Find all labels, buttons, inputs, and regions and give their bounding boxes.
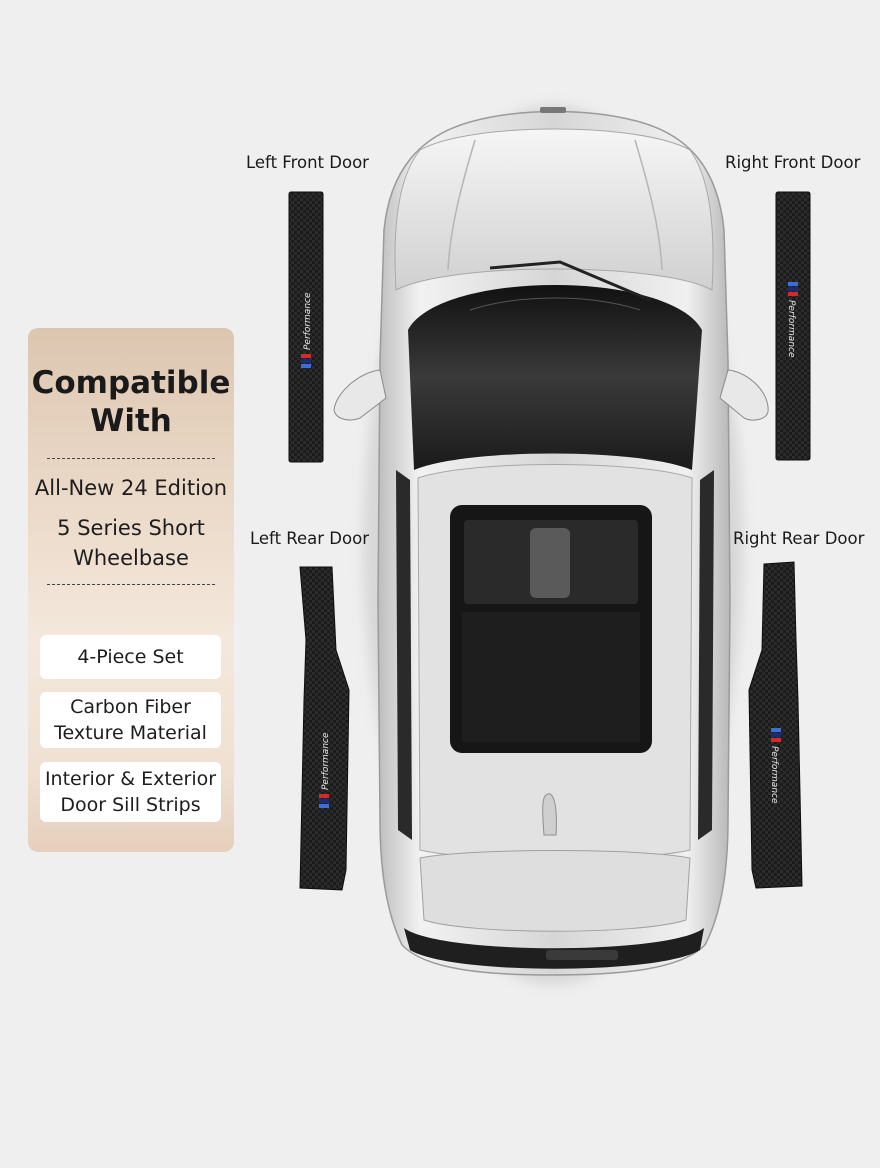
strip-logo-text: Performance — [321, 732, 331, 790]
dashed-divider — [47, 584, 215, 585]
label-right-rear-door: Right Rear Door — [733, 529, 865, 548]
tag-text: Door Sill Strips — [60, 794, 201, 816]
panel-title-line: Compatible — [31, 365, 231, 401]
label-left-rear-door: Left Rear Door — [250, 529, 369, 548]
compat-edition: All-New 24 Edition — [34, 476, 228, 500]
strip-logo-text: Performance — [303, 292, 313, 350]
panel-title-line: With — [90, 403, 172, 439]
sill-strip-left-front: Performance — [288, 191, 324, 463]
windshield — [408, 285, 702, 470]
compat-model: 5 Series Short — [57, 516, 205, 540]
feature-tag-type: Interior & Exterior Door Sill Strips — [40, 762, 221, 822]
label-left-front-door: Left Front Door — [246, 153, 369, 172]
compat-model-cont: Wheelbase — [73, 546, 189, 570]
strip-logo-text: Performance — [786, 300, 796, 358]
feature-tag-set: 4-Piece Set — [40, 635, 221, 679]
tag-text: 4-Piece Set — [77, 646, 184, 668]
compatibility-panel: Compatible With All-New 24 Edition 5 Ser… — [28, 328, 234, 852]
sill-strip-left-rear: Performance — [299, 566, 350, 891]
sill-strip-right-front: Performance — [775, 191, 811, 461]
sill-strip-right-rear: Performance — [748, 561, 803, 889]
strip-logo-text: Performance — [769, 746, 779, 804]
tag-text: Carbon Fiber — [70, 696, 191, 718]
panel-title: Compatible With — [28, 364, 234, 440]
feature-tag-material: Carbon Fiber Texture Material — [40, 692, 221, 748]
tag-text: Interior & Exterior — [44, 768, 217, 790]
label-right-front-door: Right Front Door — [725, 153, 861, 172]
car-body — [333, 107, 769, 976]
tag-text: Texture Material — [54, 722, 207, 744]
dashed-divider — [47, 458, 215, 459]
